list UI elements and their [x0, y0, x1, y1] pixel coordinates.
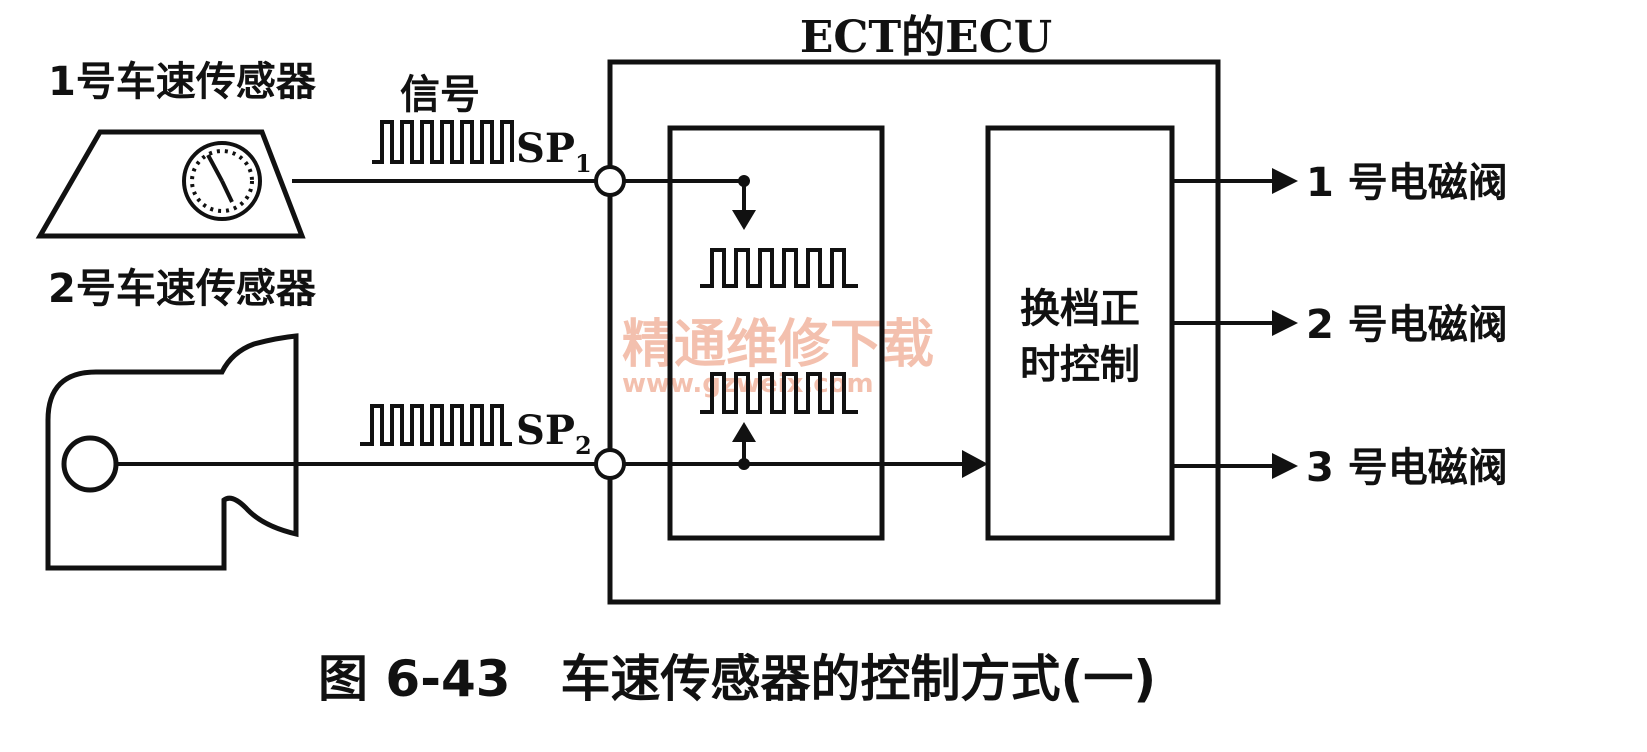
output-1-label: 1 号电磁阀	[1306, 160, 1508, 206]
output-3-label: 3 号电磁阀	[1306, 445, 1508, 491]
output-1	[1172, 168, 1298, 194]
figure-caption: 图 6-43 车速传感器的控制方式(一)	[318, 650, 1156, 708]
sp2-subscript: 2	[575, 431, 592, 460]
output-2	[1172, 310, 1298, 336]
output-3	[1172, 453, 1298, 479]
sp2-waveform	[360, 404, 512, 446]
speed-sensor-2-icon	[45, 333, 299, 571]
control-block-label-line2: 时控制	[1020, 342, 1140, 388]
sp2-up-arrow	[732, 422, 756, 442]
sp1-terminal	[594, 165, 626, 197]
ecu-title: ECT的ECU	[800, 12, 1052, 63]
sensor2-label: 2号车速传感器	[48, 266, 317, 312]
sp1-subscript: 1	[575, 149, 592, 178]
sp1-label: SP1	[516, 125, 592, 178]
sensor1-label: 1号车速传感器	[48, 59, 317, 105]
sp2-terminal	[594, 448, 626, 480]
processed-waveform-2	[700, 372, 858, 414]
sp2-label: SP2	[516, 407, 592, 460]
signal-processing-block	[667, 125, 885, 541]
control-block-label-line1: 换档正	[1020, 286, 1140, 332]
ecu-box	[607, 59, 1221, 605]
sp2-to-control-arrow	[962, 450, 988, 478]
output-2-label: 2 号电磁阀	[1306, 302, 1508, 348]
signal-label: 信号	[400, 72, 480, 118]
processed-waveform-1	[700, 248, 858, 288]
sp1-down-arrow	[732, 210, 756, 230]
sp1-waveform	[372, 120, 514, 164]
shift-timing-control-block	[985, 125, 1175, 541]
speed-sensor-1-icon	[35, 129, 306, 239]
